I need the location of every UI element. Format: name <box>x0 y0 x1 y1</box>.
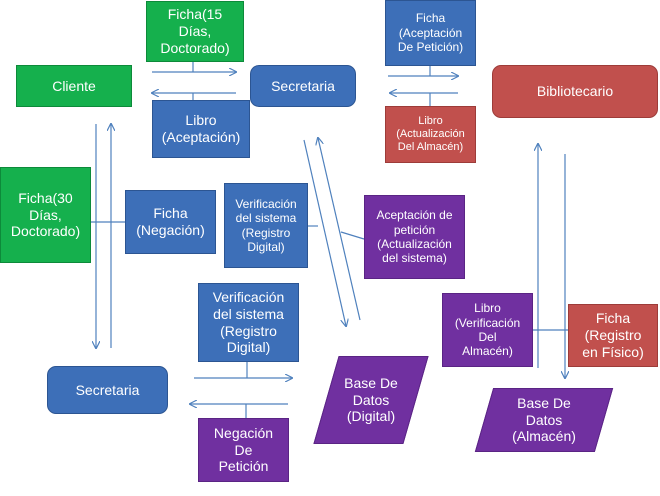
base-datos-digital-node: Base De Datos (Digital) <box>313 356 429 444</box>
base-datos-almacen-label: Base De Datos (Almacén) <box>512 394 576 445</box>
verificacion-sistema-small-node: Verificación del sistema (Registro Digit… <box>224 183 308 268</box>
secretaria-bottom-node: Secretaria <box>47 366 168 414</box>
aceptacion-peticion-node: Aceptación de petición (Actualización de… <box>364 195 465 279</box>
arrow-secretaria-to-db-digital <box>303 139 346 326</box>
libro-aceptacion-node: Libro (Aceptación) <box>152 100 250 158</box>
cliente-node: Cliente <box>16 65 132 107</box>
libro-verificacion-node: Libro (Verificación Del Almacén) <box>442 293 533 367</box>
arrow-db-digital-to-secretaria <box>318 138 361 321</box>
negacion-peticion-node: Negación De Petición <box>198 418 289 482</box>
ficha-registro-fisico-node: Ficha (Registro en Físico) <box>568 304 658 367</box>
bibliotecario-node: Bibliotecario <box>492 65 658 118</box>
secretaria-top-node: Secretaria <box>250 65 356 107</box>
base-datos-digital-label: Base De Datos (Digital) <box>344 374 398 425</box>
verificacion-sistema-large-node: Verificación del sistema (Registro Digit… <box>198 283 299 362</box>
ficha-30-dias-node: Ficha(30 Días, Doctorado) <box>0 167 91 263</box>
base-datos-almacen-node: Base De Datos (Almacén) <box>474 388 614 452</box>
ficha-negacion-node: Ficha (Negación) <box>125 190 216 254</box>
libro-actualizacion-node: Libro (Actualización Del Almacén) <box>385 106 476 163</box>
ficha-15-dias-node: Ficha(15 Días, Doctorado) <box>146 1 244 62</box>
ficha-aceptacion-peticion-node: Ficha (Aceptación De Petición) <box>385 0 476 66</box>
